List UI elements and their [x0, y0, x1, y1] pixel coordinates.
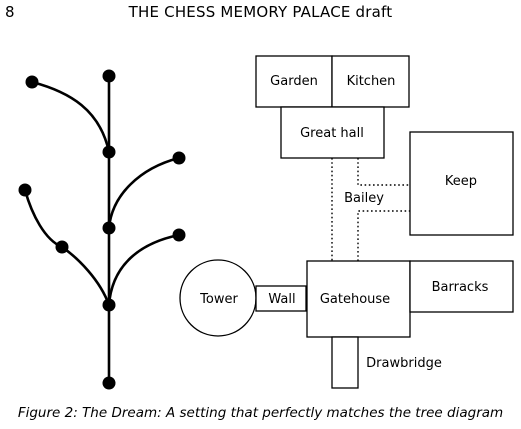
- figure-caption: Figure 2: The Dream: A setting that perf…: [17, 405, 504, 421]
- label-garden: Garden: [270, 74, 318, 89]
- tree-node-fork-lower: [102, 298, 116, 312]
- running-title: THE CHESS MEMORY PALACE draft: [128, 3, 393, 21]
- label-great-hall: Great hall: [300, 126, 364, 141]
- label-bailey: Bailey: [344, 191, 384, 206]
- label-kitchen: Kitchen: [347, 74, 396, 89]
- label-wall: Wall: [268, 292, 295, 307]
- room-keep: [409, 131, 514, 236]
- bailey-path-right: [357, 158, 410, 186]
- room-barracks: [409, 260, 514, 313]
- room-labels: Garden Kitchen Great hall Keep Bailey To…: [199, 74, 488, 371]
- page-number: 8: [5, 3, 15, 21]
- room-great-hall: [280, 106, 385, 159]
- label-keep: Keep: [445, 174, 477, 189]
- tree-node-root: [102, 376, 116, 390]
- tree-node-top-left: [25, 75, 39, 89]
- tree-node-upper-right: [172, 151, 186, 165]
- tree-node-fork-middle: [102, 221, 116, 235]
- label-tower: Tower: [199, 292, 238, 307]
- room-drawbridge: [331, 336, 359, 389]
- tree-diagram: [23, 76, 180, 383]
- label-drawbridge: Drawbridge: [366, 356, 442, 371]
- tree-branch-lower-left-b: [23, 189, 63, 249]
- room-gatehouse: [306, 260, 411, 338]
- tree-branch-top-left: [31, 80, 111, 153]
- tree-node-left-upper: [18, 183, 32, 197]
- tree-nodes: [18, 69, 186, 390]
- bailey-paths: [331, 158, 410, 261]
- tree-node-top: [102, 69, 116, 83]
- tree-branch-lower-right: [107, 233, 180, 306]
- castle-map: [179, 55, 514, 389]
- tree-branch-lower-left-a: [61, 245, 111, 306]
- tree-node-left-middle: [55, 240, 69, 254]
- label-gatehouse: Gatehouse: [320, 292, 390, 307]
- room-wall: [255, 285, 307, 312]
- label-barracks: Barracks: [432, 280, 489, 295]
- tree-branch-upper-right: [107, 156, 180, 229]
- tree-node-lower-right: [172, 228, 186, 242]
- bailey-path-inner: [357, 210, 410, 261]
- tree-node-fork-upper: [102, 145, 116, 159]
